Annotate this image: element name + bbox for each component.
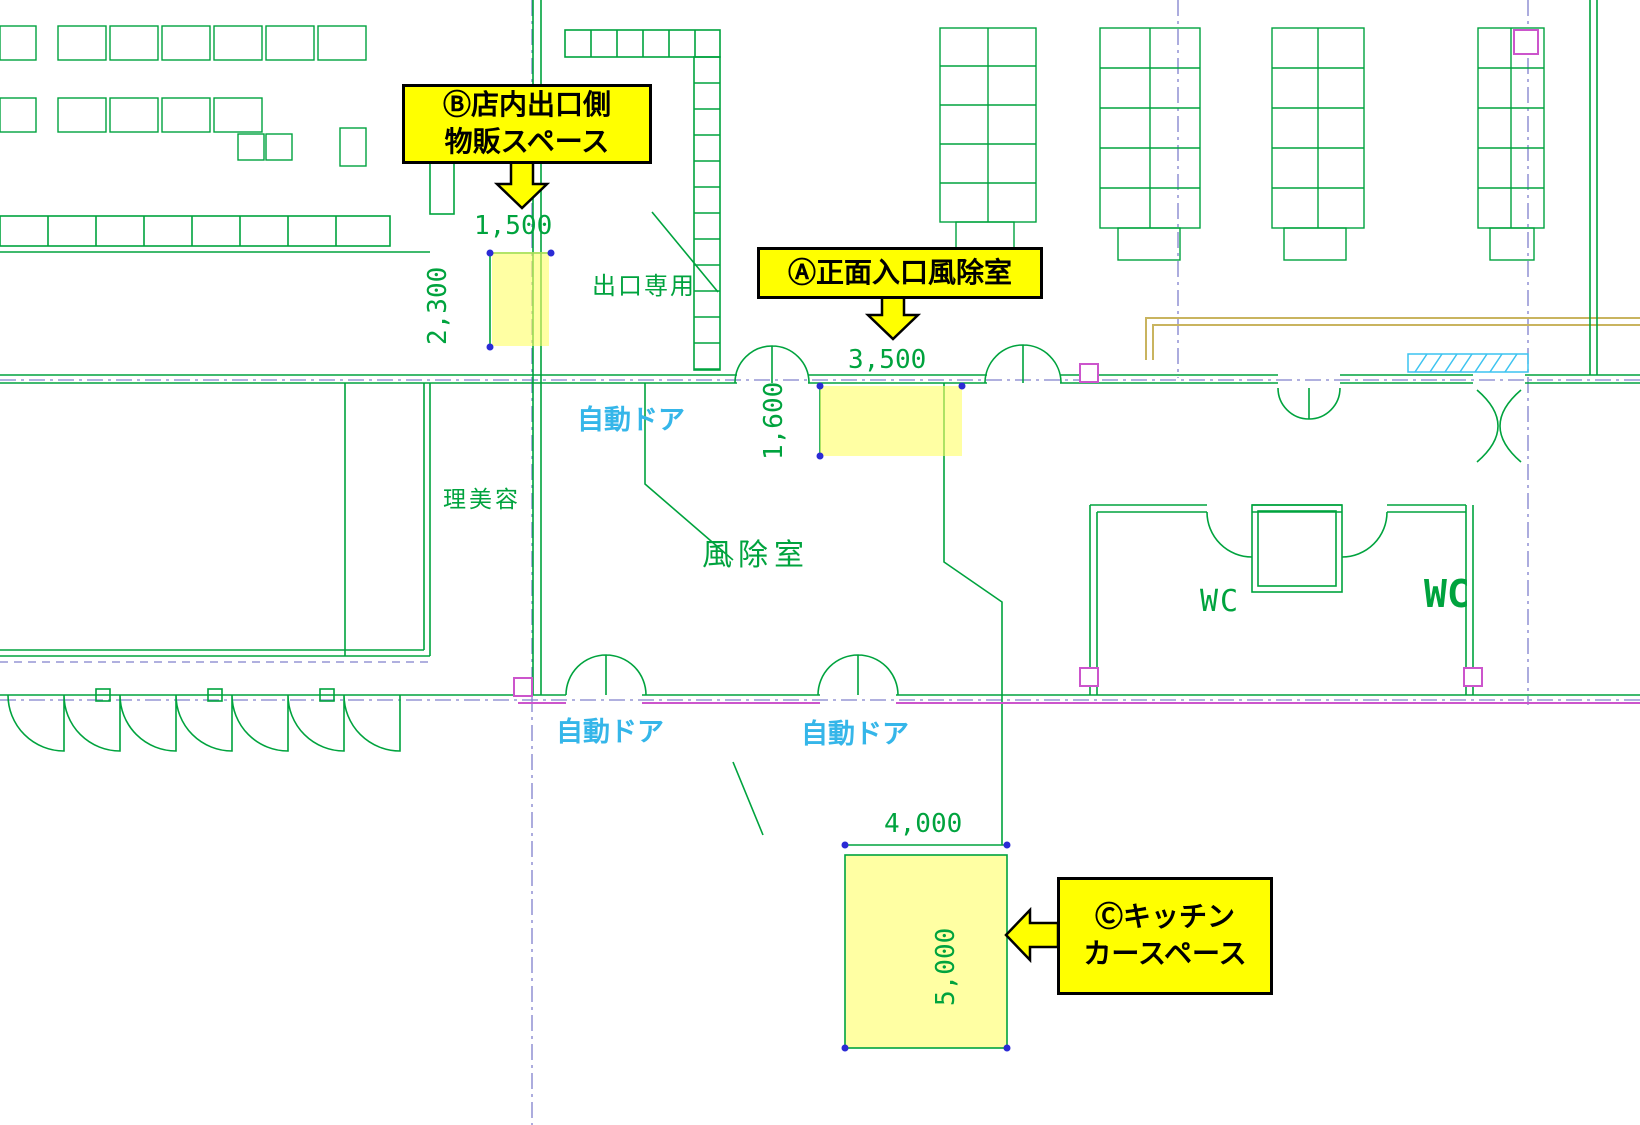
- callout-b-arrow-icon: [493, 156, 551, 210]
- callout-c-arrow-icon: [1004, 906, 1060, 964]
- dimension-dots: [486, 249, 1011, 1052]
- callout-b: Ⓑ店内出口側 物販スペース: [402, 84, 652, 164]
- callout-a-label: Ⓐ正面入口風除室: [787, 256, 1012, 288]
- magenta-walls: [513, 29, 1640, 704]
- doors: [7, 344, 1522, 752]
- dimension-b-width: 1,500: [474, 211, 553, 241]
- dimension-c-height: 5,000: [931, 927, 961, 1006]
- highlight-b: [492, 252, 549, 346]
- callout-a-arrow-icon: [864, 294, 922, 341]
- label-salon: 理美容: [443, 486, 521, 512]
- dimension-b-height: 2,300: [423, 266, 453, 345]
- tan-guides: [1145, 317, 1640, 360]
- label-auto-door-3: 自動ドア: [801, 719, 909, 749]
- tactile-strip: [1407, 353, 1529, 373]
- label-auto-door-2: 自動ドア: [556, 717, 664, 747]
- dimension-a-height: 1,600: [759, 381, 789, 460]
- dimension-c-width: 4,000: [884, 809, 963, 839]
- label-wc-right: WC: [1424, 572, 1470, 616]
- tables: [0, 25, 1545, 261]
- highlight-c: [844, 854, 1008, 1049]
- callout-b-line2: 物販スペース: [444, 126, 610, 157]
- callout-c-line2: カースペース: [1083, 938, 1247, 969]
- label-auto-door-1: 自動ドア: [577, 405, 685, 435]
- callout-c-line1: Ⓒキッチン: [1094, 901, 1235, 933]
- label-exit-only: 出口専用: [592, 273, 696, 300]
- label-windbreak-room: 風除室: [702, 539, 810, 572]
- dimension-a-width: 3,500: [848, 345, 927, 375]
- callout-a: Ⓐ正面入口風除室: [757, 247, 1043, 299]
- label-wc-left: WC: [1200, 584, 1241, 619]
- callout-c: Ⓒキッチン カースペース: [1057, 877, 1273, 995]
- callout-b-line1: Ⓑ店内出口側: [442, 89, 611, 121]
- highlight-a: [820, 386, 962, 456]
